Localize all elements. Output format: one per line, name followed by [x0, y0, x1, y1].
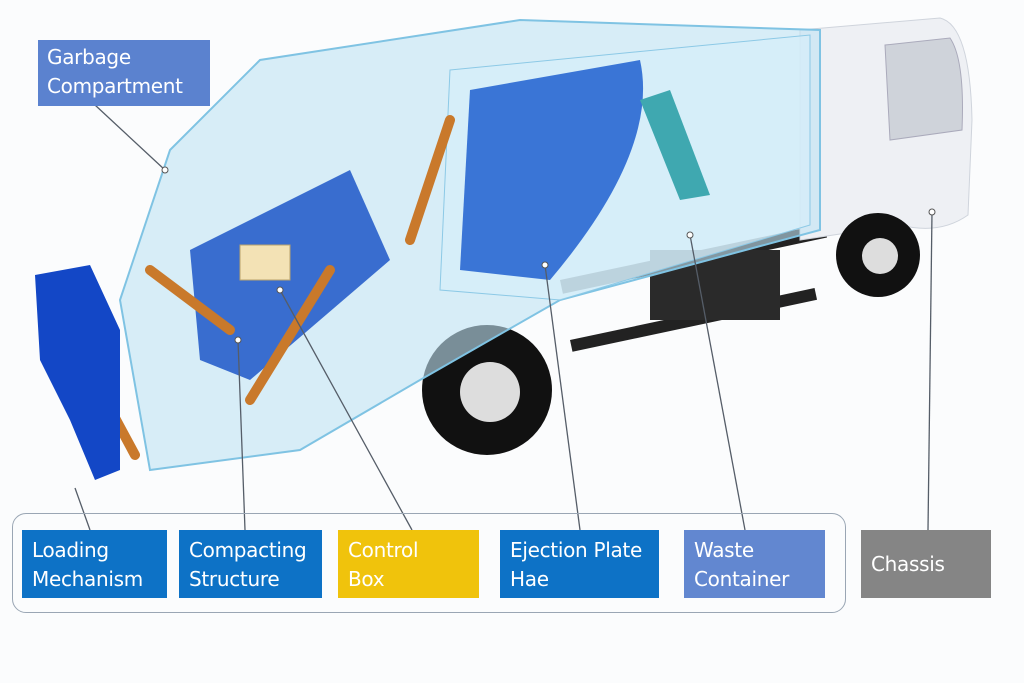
label-line: Loading: [32, 538, 109, 562]
label-control-box: Control Box: [338, 530, 479, 598]
label-line: Compacting: [189, 538, 307, 562]
label-line: Compartment: [47, 74, 183, 98]
label-line: Waste: [694, 538, 754, 562]
label-line: Hae: [510, 567, 549, 591]
label-line: Control: [348, 538, 419, 562]
loading-mechanism: [35, 265, 120, 480]
label-line: Chassis: [871, 552, 945, 576]
label-ejection-plate: Ejection Plate Hae: [500, 530, 659, 598]
label-line: Box: [348, 567, 385, 591]
component-label-group: [12, 513, 846, 613]
label-line: Ejection Plate: [510, 538, 642, 562]
label-line: Garbage: [47, 45, 131, 69]
label-chassis: Chassis: [861, 530, 991, 598]
leader-lines: [74, 104, 933, 531]
label-waste-container: Waste Container: [684, 530, 825, 598]
leader-dots: [161, 166, 936, 344]
label-compacting-structure: Compacting Structure: [179, 530, 322, 598]
front-wheel: [836, 213, 920, 297]
label-line: Mechanism: [32, 567, 143, 591]
label-line: Structure: [189, 567, 280, 591]
label-line: Container: [694, 567, 790, 591]
ejection-plate: [460, 60, 644, 280]
cab-window: [884, 37, 963, 141]
label-loading-mechanism: Loading Mechanism: [22, 530, 167, 598]
label-garbage-compartment: Garbage Compartment: [38, 40, 210, 106]
hydraulic-arm: [640, 90, 710, 200]
control-box: [239, 244, 291, 281]
